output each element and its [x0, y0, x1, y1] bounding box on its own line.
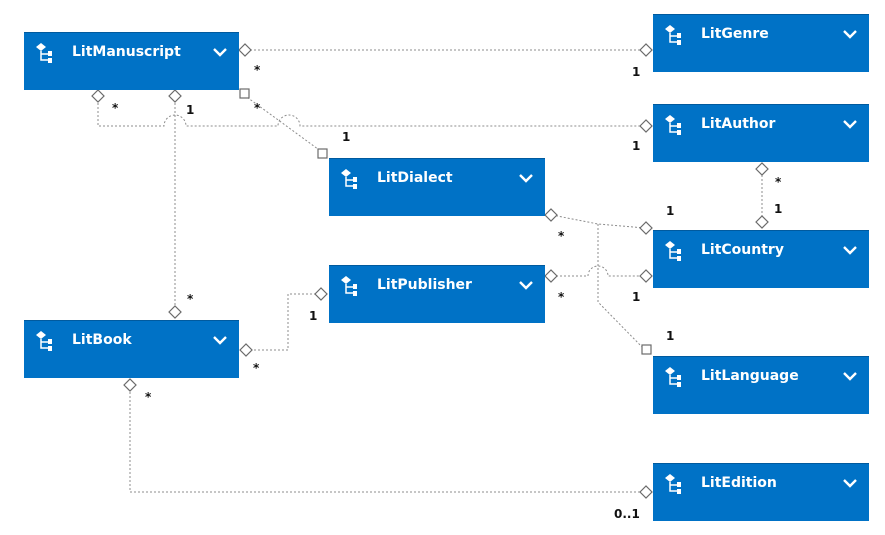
multiplicity-label: *: [254, 101, 261, 115]
entity-name: LitCountry: [701, 242, 784, 258]
entity-litlanguage[interactable]: LitLanguage: [653, 356, 869, 414]
diamond-book-edition-src: [123, 378, 137, 392]
diamond-manuscript-genre-src: [238, 43, 252, 57]
assoc-manuscript-author: [97, 103, 645, 127]
multiplicity-label: 1: [309, 309, 318, 323]
assoc-book-publisher: [246, 293, 320, 351]
multiplicity-label: 1: [632, 65, 641, 79]
multiplicity-label: *: [775, 175, 782, 189]
diamond-publisher-country-dst: [639, 269, 653, 283]
chevron-down-icon[interactable]: [213, 47, 227, 57]
assoc-dialect-language: [597, 224, 646, 351]
entity-type-icon: [36, 331, 52, 351]
entity-name: LitManuscript: [72, 44, 181, 60]
entity-litedition[interactable]: LitEdition: [653, 463, 869, 521]
square-manuscript-dialect-dst: [317, 148, 328, 159]
entity-litpublisher[interactable]: LitPublisher: [329, 265, 545, 323]
entity-litauthor[interactable]: LitAuthor: [653, 104, 869, 162]
diamond-book-edition-dst: [639, 485, 653, 499]
chevron-down-icon[interactable]: [843, 119, 857, 129]
entity-name: LitPublisher: [377, 277, 472, 293]
entity-litmanuscript[interactable]: LitManuscript: [24, 32, 239, 90]
multiplicity-label: 1: [632, 139, 641, 153]
diamond-publisher-country-src: [544, 269, 558, 283]
chevron-down-icon[interactable]: [843, 29, 857, 39]
square-manuscript-dialect-src: [239, 88, 250, 99]
assoc-manuscript-dialect: [243, 94, 323, 153]
diamond-manuscript-genre-dst: [639, 43, 653, 57]
chevron-down-icon[interactable]: [213, 335, 227, 345]
multiplicity-label: 1: [666, 204, 675, 218]
entity-type-icon: [665, 474, 681, 494]
multiplicity-label: 1: [342, 130, 351, 144]
entity-litgenre[interactable]: LitGenre: [653, 14, 869, 72]
multiplicity-label: *: [145, 390, 152, 404]
entity-litdialect[interactable]: LitDialect: [329, 158, 545, 216]
entity-name: LitGenre: [701, 26, 769, 42]
diamond-manuscript-author-dst: [639, 119, 653, 133]
entity-name: LitLanguage: [701, 368, 799, 384]
entity-name: LitEdition: [701, 475, 777, 491]
chevron-down-icon[interactable]: [519, 173, 533, 183]
multiplicity-label: 1: [774, 202, 783, 216]
entity-type-icon: [665, 241, 681, 261]
diamond-dialect-country-src: [544, 208, 558, 222]
entity-type-icon: [665, 115, 681, 135]
entity-litbook[interactable]: LitBook: [24, 320, 239, 378]
multiplicity-label: 0..1: [614, 507, 640, 521]
diamond-author-country-src: [755, 162, 769, 176]
entity-type-icon: [341, 169, 357, 189]
multiplicity-label: *: [187, 292, 194, 306]
square-language-dst: [641, 344, 652, 355]
multiplicity-label: *: [253, 361, 260, 375]
diamond-book-publisher-src: [239, 343, 253, 357]
entity-type-icon: [36, 43, 52, 63]
entity-litcountry[interactable]: LitCountry: [653, 230, 869, 288]
entity-type-icon: [665, 25, 681, 45]
multiplicity-label: 1: [666, 329, 675, 343]
multiplicity-label: 1: [186, 103, 195, 117]
chevron-down-icon[interactable]: [519, 280, 533, 290]
chevron-down-icon[interactable]: [843, 245, 857, 255]
diamond-manuscript-author-src: [91, 89, 105, 103]
entity-type-icon: [665, 367, 681, 387]
multiplicity-label: *: [112, 101, 119, 115]
multiplicity-label: *: [558, 229, 565, 243]
chevron-down-icon[interactable]: [843, 371, 857, 381]
assoc-book-edition: [129, 392, 645, 493]
chevron-down-icon[interactable]: [843, 478, 857, 488]
assoc-publisher-country: [552, 265, 645, 277]
entity-type-icon: [341, 276, 357, 296]
diamond-manuscript-book-src: [168, 89, 182, 103]
multiplicity-label: 1: [632, 290, 641, 304]
entity-name: LitAuthor: [701, 116, 776, 132]
multiplicity-label: *: [558, 290, 565, 304]
diamond-dialect-country-dst: [639, 221, 653, 235]
diamond-manuscript-book-dst: [168, 305, 182, 319]
multiplicity-label: *: [254, 63, 261, 77]
assoc-dialect-country: [551, 214, 646, 229]
diamond-book-publisher-dst: [314, 287, 328, 301]
entity-name: LitBook: [72, 332, 132, 348]
diamond-author-country-dst: [755, 215, 769, 229]
entity-name: LitDialect: [377, 170, 453, 186]
